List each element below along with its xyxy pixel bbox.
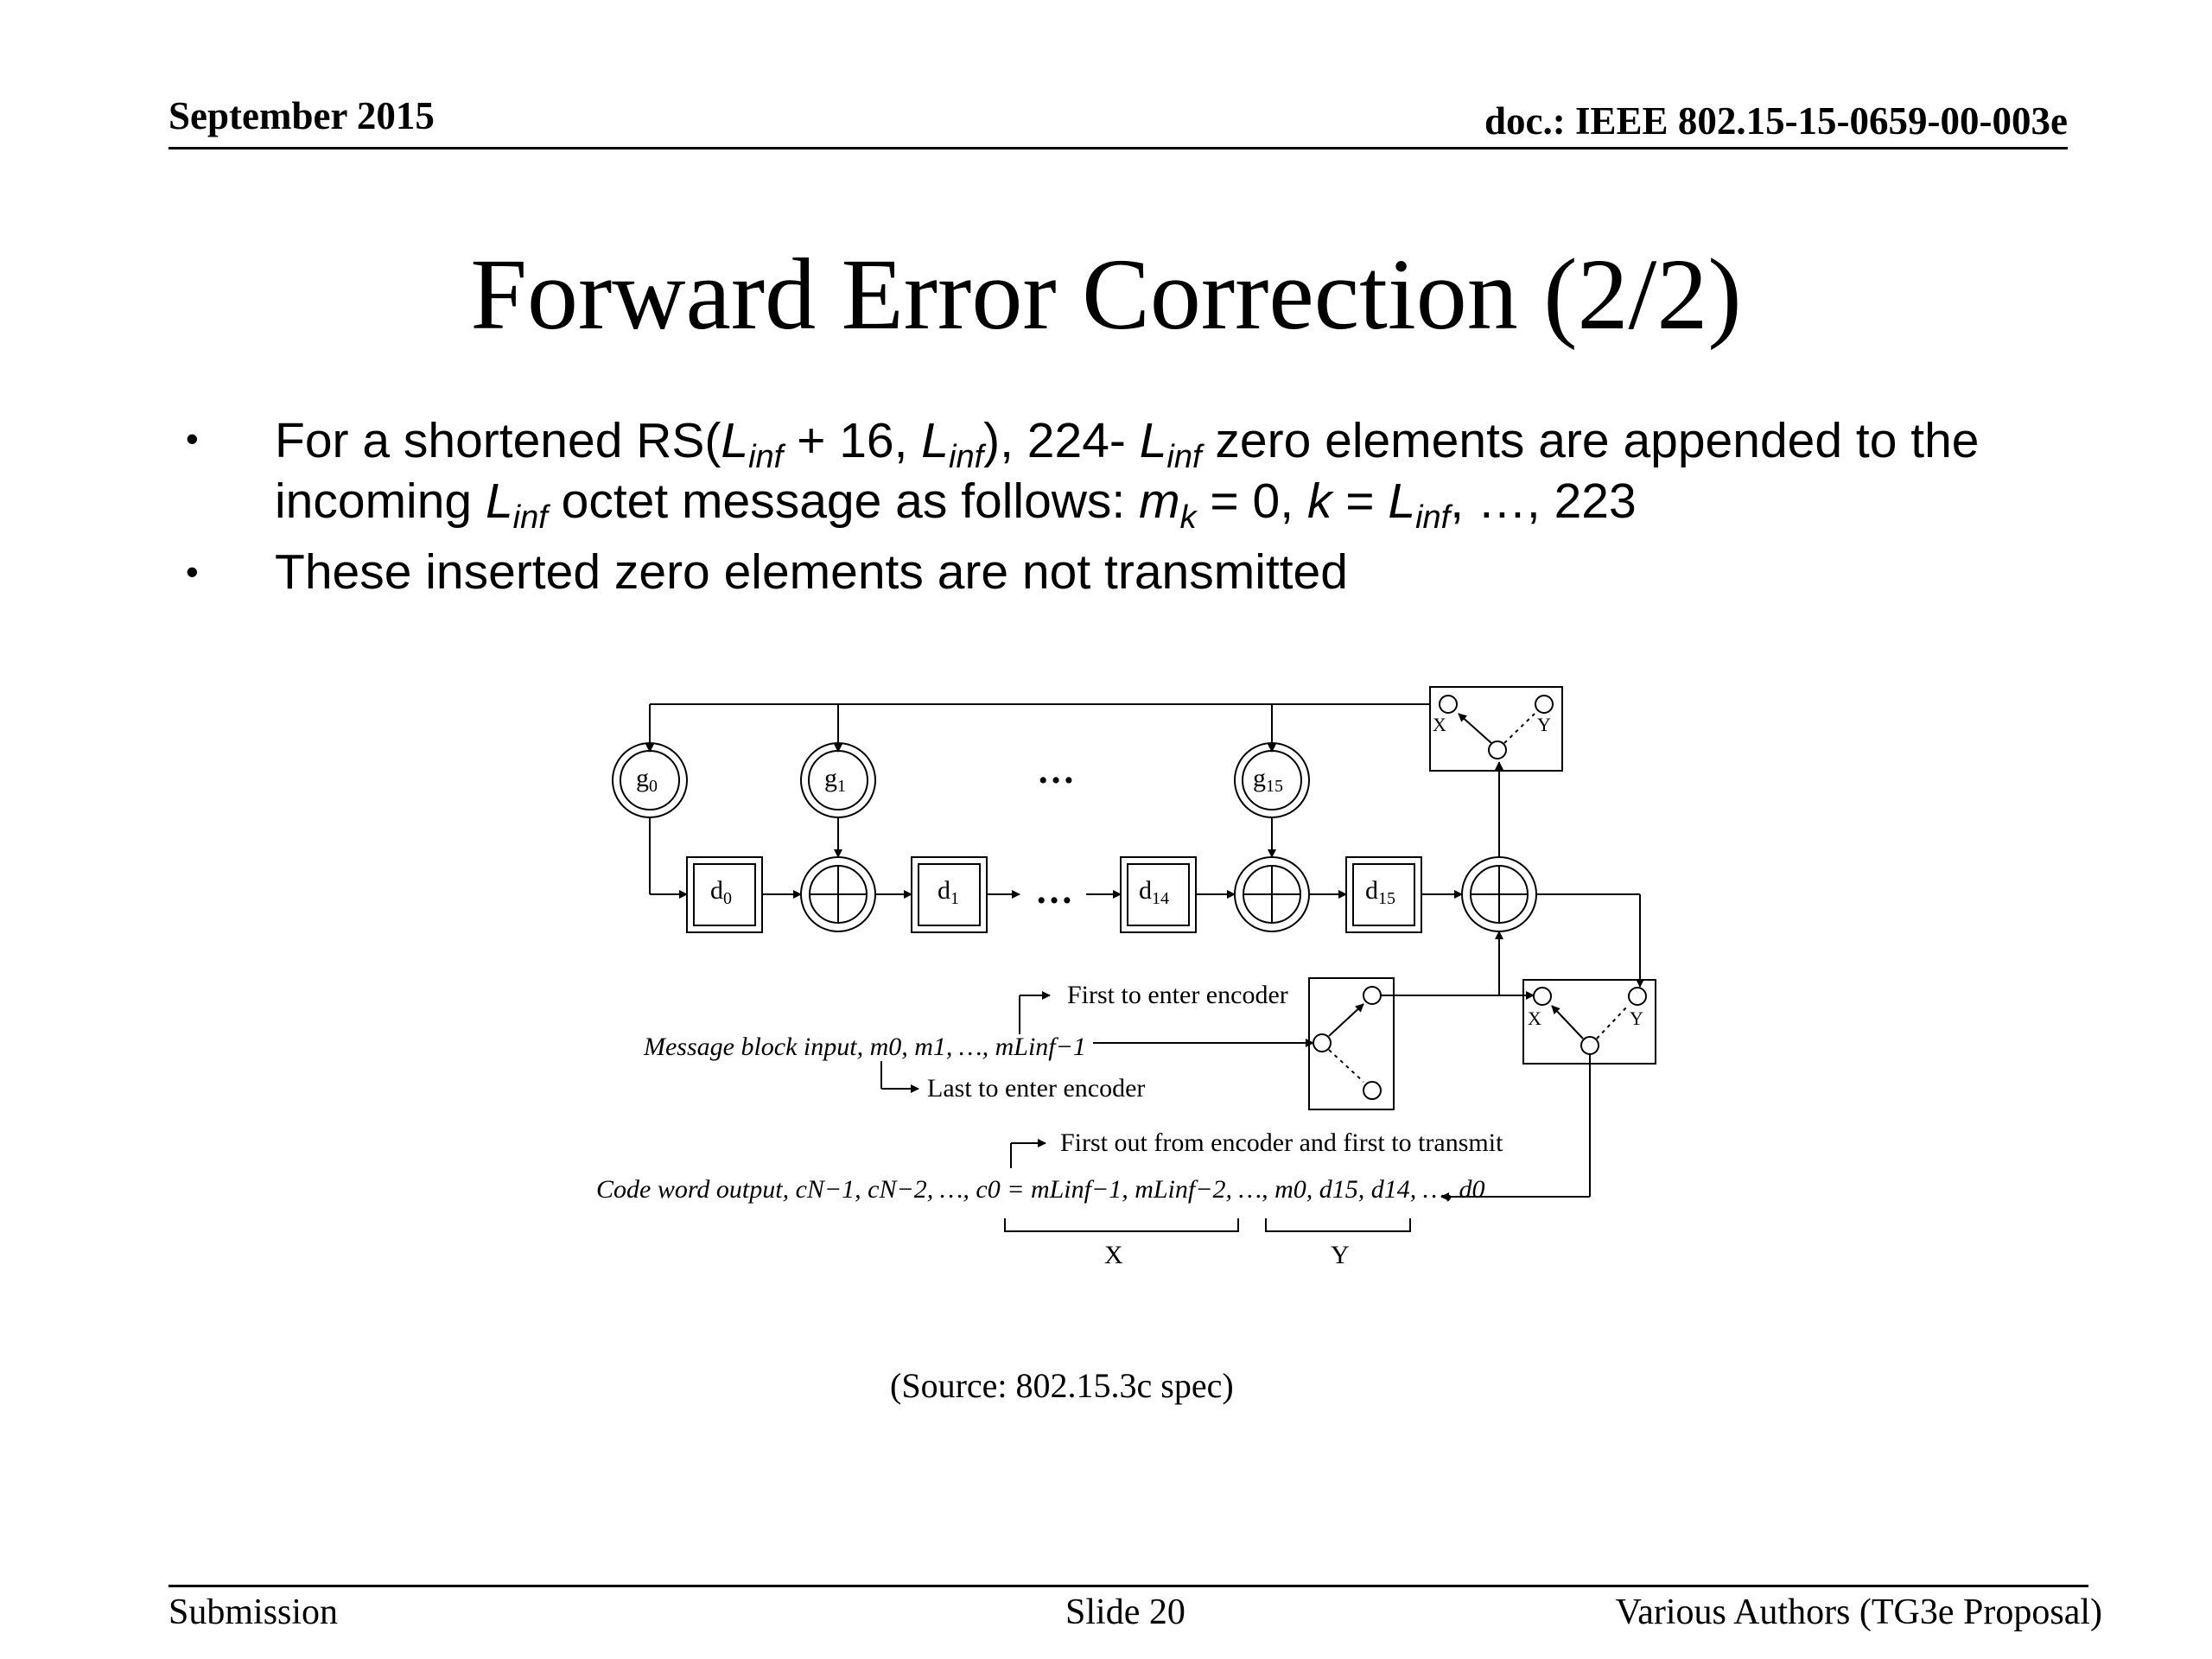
bullet-marker-1: • xyxy=(186,418,199,459)
g0-label: g0 xyxy=(636,764,658,796)
brace-x-label: X xyxy=(1104,1241,1123,1269)
out-switch-x: X xyxy=(1528,1007,1541,1029)
header-date: September 2015 xyxy=(168,94,435,137)
adder-1 xyxy=(800,856,876,932)
footer-divider xyxy=(168,1585,2088,1587)
top-switch-x: X xyxy=(1433,714,1446,735)
message-input-label: Message block input, m0, m1, …, mLinf−1 xyxy=(643,1033,1086,1061)
last-to-enter-label: Last to enter encoder xyxy=(927,1074,1145,1103)
chain-ellipsis: … xyxy=(1035,869,1073,912)
bullet-2: These inserted zero elements are not tra… xyxy=(275,544,1348,600)
adder-15 xyxy=(1234,856,1310,932)
top-ellipsis: … xyxy=(1037,749,1075,791)
bullet-marker-2: • xyxy=(186,551,199,592)
d1-label: d1 xyxy=(938,876,959,908)
d14-label: d14 xyxy=(1139,876,1169,908)
top-switch xyxy=(1429,686,1563,772)
footer-authors: Various Authors (TG3e Proposal) xyxy=(1615,1592,2102,1632)
bullet-1-line-2: incoming Linf octet message as follows: … xyxy=(275,474,1637,536)
source-caption: (Source: 802.15.3c spec) xyxy=(890,1366,1234,1405)
g15-label: g15 xyxy=(1253,764,1283,796)
header-divider xyxy=(168,147,2068,149)
slide-title: Forward Error Correction (2/2) xyxy=(470,238,1742,351)
bullet-1-line-1: For a shortened RS(Linf + 16, Linf), 224… xyxy=(275,413,1980,475)
out-switch-y: Y xyxy=(1630,1007,1643,1029)
footer-submission: Submission xyxy=(168,1592,339,1632)
code-word-label: Code word output, cN−1, cN−2, …, c0 = mL… xyxy=(596,1175,1484,1204)
footer-slide-number: Slide 20 xyxy=(1065,1592,1185,1632)
top-switch-y: Y xyxy=(1537,714,1551,735)
adder-final xyxy=(1461,856,1537,932)
first-out-label: First out from encoder and first to tran… xyxy=(1060,1128,1503,1157)
d0-label: d0 xyxy=(710,876,732,908)
input-switch xyxy=(1308,977,1395,1110)
header-doc-id: doc.: IEEE 802.15-15-0659-00-003e xyxy=(1484,99,2068,143)
first-to-enter-label: First to enter encoder xyxy=(1067,981,1288,1009)
d15-label: d15 xyxy=(1365,876,1395,908)
g1-label: g1 xyxy=(824,764,846,796)
brace-y-label: Y xyxy=(1331,1241,1350,1269)
